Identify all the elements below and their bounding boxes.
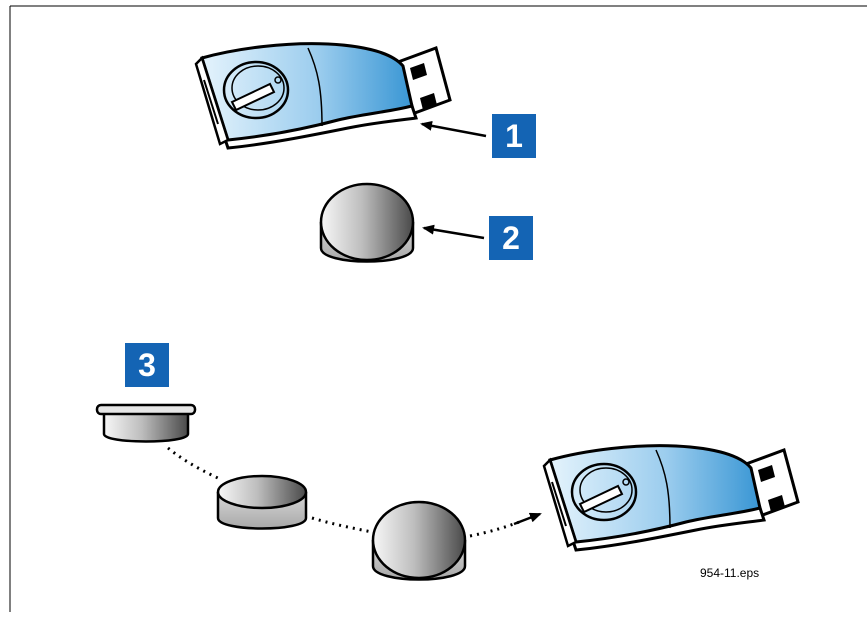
battery-icon <box>319 182 415 263</box>
step-number: 1 <box>505 117 523 154</box>
arrow-icon <box>422 224 485 240</box>
dotted-path <box>311 516 373 534</box>
step-badge-1: 1 <box>492 114 536 158</box>
step-number: 2 <box>502 219 520 256</box>
dotted-path <box>167 446 223 482</box>
arrow-icon <box>420 120 487 138</box>
usb-key-icon <box>542 444 800 552</box>
step-badge-3: 3 <box>125 343 169 387</box>
file-label: 954-11.eps <box>700 566 760 580</box>
battery-icon <box>371 500 467 581</box>
battery-cap-icon <box>216 474 308 530</box>
battery-cap-icon <box>95 403 197 443</box>
step-badge-2: 2 <box>489 216 533 260</box>
usb-key-icon <box>194 42 452 150</box>
step-number: 3 <box>138 346 156 383</box>
arrow-icon <box>513 512 542 526</box>
